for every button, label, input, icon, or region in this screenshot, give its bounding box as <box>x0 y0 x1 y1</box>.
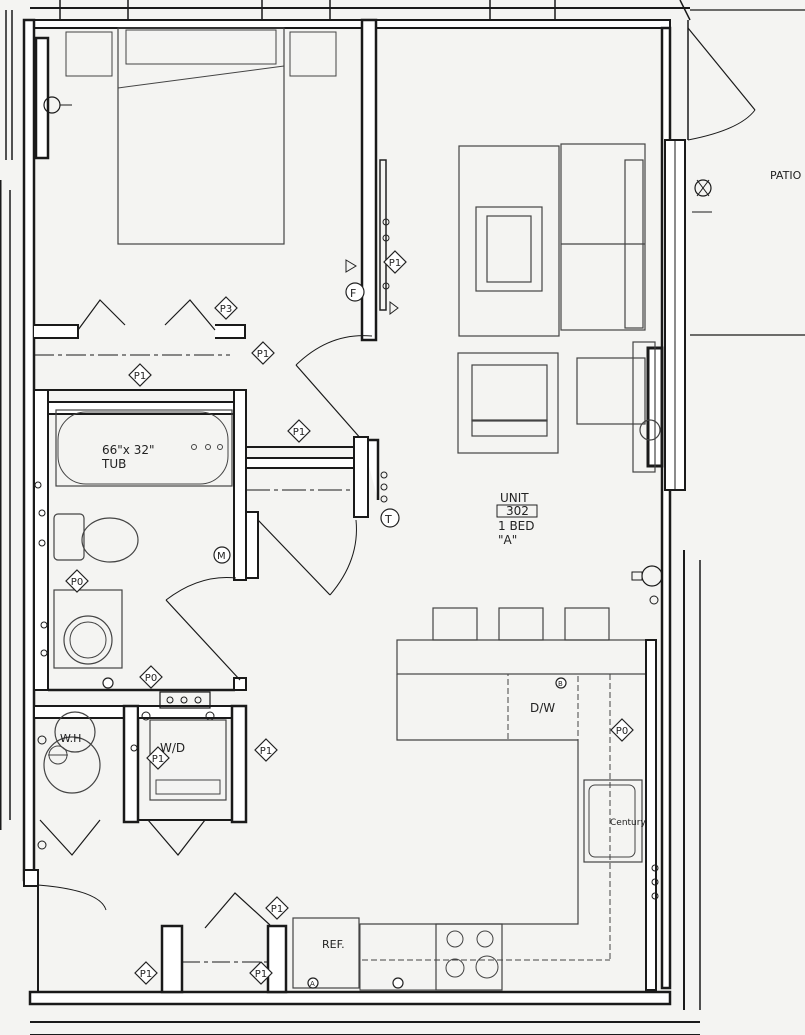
dishwasher-label: D/W <box>530 701 555 715</box>
bedroom-count: 1 BED <box>498 519 535 533</box>
bathroom <box>33 389 369 692</box>
unit-number-box <box>496 504 538 518</box>
tag-label: P1 <box>134 371 146 382</box>
tag-p1-4: P1 <box>254 738 278 762</box>
tag-p3-9: P3 <box>214 296 238 320</box>
tag-label: P3 <box>220 304 232 315</box>
circle-markers <box>102 282 567 989</box>
wall-devices <box>345 159 399 503</box>
patio-slider <box>646 27 756 491</box>
tag-label: P1 <box>257 349 269 360</box>
thermostat-marker-label: T <box>384 513 392 526</box>
tag-label: P1 <box>271 904 283 915</box>
water-heater-label: W.H <box>60 732 81 745</box>
washer-dryer-label: W/D <box>160 741 185 755</box>
tag-p1-5: P1 <box>146 746 170 770</box>
living-room-furniture <box>457 143 661 473</box>
tag-p1-2: P1 <box>128 363 152 387</box>
tag-label: P1 <box>152 754 164 765</box>
unit-label: UNIT <box>500 491 529 505</box>
tag-p1-8: P1 <box>249 961 273 985</box>
tag-p1-1: P1 <box>251 341 275 365</box>
marker-b-label: B <box>558 680 563 688</box>
kitchen <box>292 565 663 991</box>
tag-p0-10: P0 <box>65 569 89 593</box>
tag-p1-7: P1 <box>134 961 158 985</box>
tag-p1-6: P1 <box>265 896 289 920</box>
tag-p1-3: P1 <box>287 419 311 443</box>
tag-p0-11: P0 <box>139 665 163 689</box>
tub-label: TUB <box>101 457 126 471</box>
utility-rooms <box>23 691 248 887</box>
patio-label: PATIO <box>770 169 802 182</box>
refrigerator-label: REF. <box>322 938 345 951</box>
tag-label: P1 <box>255 969 267 980</box>
tag-label: P0 <box>145 673 157 684</box>
tag-p0-12: P0 <box>610 718 634 742</box>
tag-p1-0: P1 <box>383 250 407 274</box>
fire-marker-label: F <box>350 287 356 300</box>
entry <box>37 884 288 994</box>
tub-size-label: 66"x 32" <box>102 443 155 457</box>
bedroom <box>34 18 378 391</box>
unit-type: "A" <box>498 533 517 547</box>
meter-marker-label: M <box>217 551 226 562</box>
tag-label: P1 <box>389 258 401 269</box>
tag-label: P1 <box>140 969 152 980</box>
tag-label: P0 <box>616 726 628 737</box>
marker-a-label: A <box>310 980 315 988</box>
tag-label: P1 <box>293 427 305 438</box>
tag-label: P1 <box>260 746 272 757</box>
sink-brand-label: Century <box>610 818 646 828</box>
tag-label: P0 <box>71 577 83 588</box>
unit-number: 302 <box>506 504 529 518</box>
